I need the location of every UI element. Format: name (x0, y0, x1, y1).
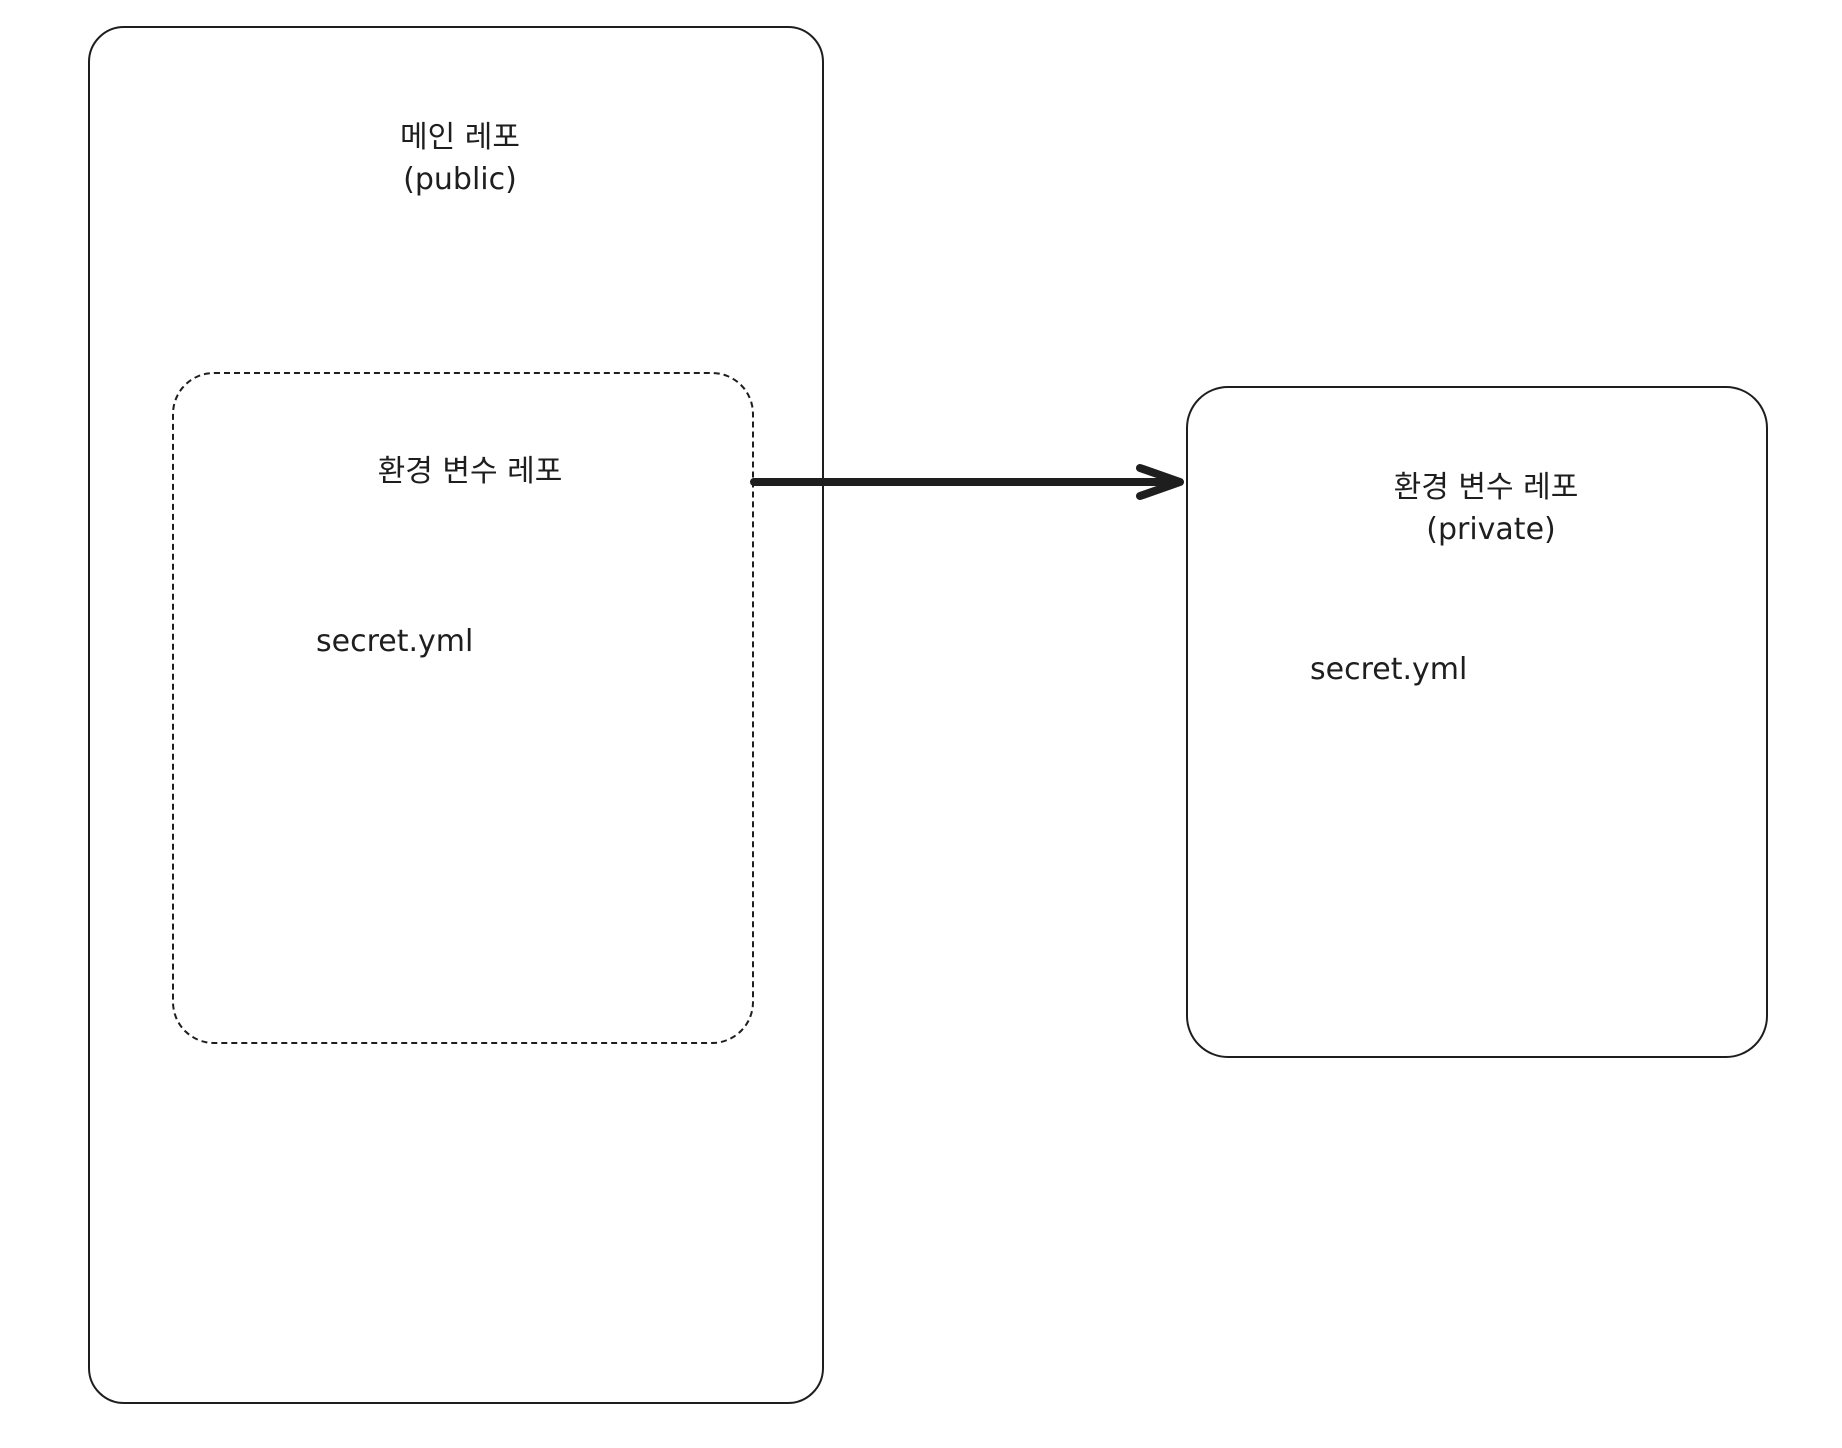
main-repo-box (88, 26, 824, 1404)
private-env-repo-visibility: (private) (1426, 512, 1556, 547)
private-env-repo-title: 환경 변수 레포 (1393, 470, 1579, 505)
main-repo-title: 메인 레포 (400, 120, 520, 155)
private-secret-file: secret.yml (1310, 652, 1468, 687)
private-env-repo-box (1186, 386, 1768, 1058)
submodule-env-box (172, 372, 754, 1044)
submodule-secret-file: secret.yml (316, 624, 474, 659)
main-repo-visibility: (public) (403, 162, 517, 197)
submodule-env-title: 환경 변수 레포 (377, 454, 563, 489)
